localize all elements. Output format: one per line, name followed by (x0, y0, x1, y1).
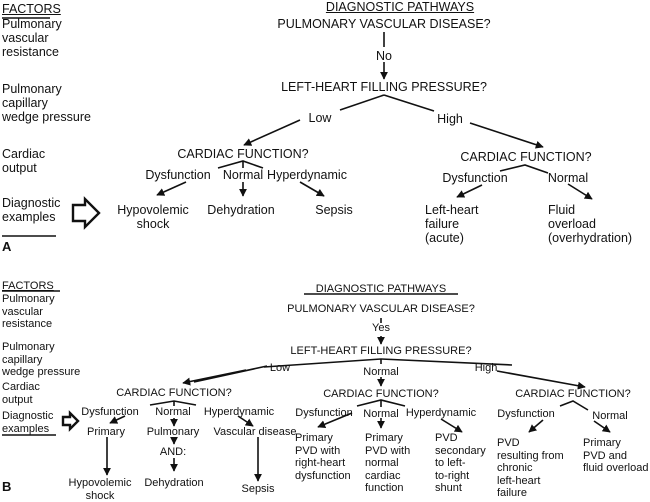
arrow-dysfunction-lhf (456, 184, 483, 198)
intermediate-primary: Primary (87, 426, 125, 438)
question-cardiac-high-b: CARDIAC FUNCTION? (515, 388, 631, 400)
intermediate-vascular-disease: Vascular disease (213, 426, 297, 438)
arrow-dysfunction-chronic (528, 419, 544, 433)
panel-label-a: A (2, 239, 12, 254)
fork-cardiac-high-b (559, 400, 589, 411)
branch-dysfunction-low-b: Dysfunction (81, 406, 139, 418)
big-arrow-icon-b (61, 410, 80, 432)
branch-dysfunction-a: Dysfunction (145, 168, 211, 182)
edge-label-low-b: Low (269, 362, 291, 374)
question-cardiac-low-a: CARDIAC FUNCTION? (177, 147, 309, 161)
branch-normal-low-b: Normal (155, 406, 191, 418)
arrow-dysfunction-primary (109, 415, 126, 424)
question-cardiac-normal-b: CARDIAC FUNCTION? (323, 388, 439, 400)
factor-pcwp-b: Pulmonary capillary wedge pressure (2, 341, 81, 378)
example-primary-pvd-fluid: Primary PVD and fluid overload (583, 437, 649, 474)
example-sepsis-b: Sepsis (241, 483, 275, 495)
branch-normal-high-b: Normal (592, 410, 628, 422)
factors-header-b: FACTORS (2, 280, 54, 292)
edge-label-no: No (376, 49, 392, 63)
edge-label-low-a: Low (308, 111, 332, 125)
factors-header-a: FACTORS (2, 2, 61, 16)
example-dehydration-b: Dehydration (144, 477, 204, 489)
question-cardiac-low-b: CARDIAC FUNCTION? (116, 387, 232, 399)
edge-label-high-a: High (437, 112, 463, 126)
factor-diagnostic-a: Diagnostic examples (2, 196, 61, 224)
branch-hyperdynamic-low-b: Hyperdynamic (203, 406, 275, 418)
arrow-hyper-sepsis (299, 181, 325, 197)
question-pvd-b: PULMONARY VASCULAR DISEASE? (287, 303, 475, 315)
example-left-heart-failure: Left-heart failure (acute) (425, 203, 479, 245)
branch-hyperdynamic-a: Hyperdynamic (267, 168, 347, 182)
branch-normal-high-a: Normal (547, 171, 589, 185)
question-lhfp-a: LEFT-HEART FILLING PRESSURE? (281, 80, 487, 94)
factor-pcwp-a: Pulmonary capillary wedge pressure (2, 82, 91, 124)
question-cardiac-high-a: CARDIAC FUNCTION? (460, 150, 592, 164)
arrow-normal-fluid-b (593, 420, 611, 433)
factor-diagnostic-b: Diagnostic examples (2, 410, 54, 435)
example-pvd-normal-cardiac: Primary PVD with normal cardiac function (365, 432, 411, 494)
edge-label-normal-b: Normal (363, 366, 399, 378)
factor-pvr-a: Pulmonary vascular resistance (2, 17, 62, 59)
intermediate-and: AND: (159, 446, 187, 458)
panel-label-b: B (2, 479, 12, 494)
branch-dysfunction-high-b: Dysfunction (497, 408, 555, 420)
fork-cardiac-normal-b (356, 399, 406, 407)
arrow-dysfunction-hypovolemic (156, 181, 187, 196)
arrow-low-cardiac-b (182, 369, 247, 386)
fork-cardiac-low-b (149, 400, 197, 406)
example-pvd-shunt: PVD secondary to left- to-right shunt (435, 432, 486, 494)
fork-cardiac-high-a (499, 164, 549, 174)
fork-cardiac-low-a (217, 160, 264, 169)
edge-lhfp-high (383, 94, 435, 112)
arrow-dysfunction-pvd-rh (317, 412, 353, 428)
question-pvd-a: PULMONARY VASCULAR DISEASE? (277, 17, 491, 31)
example-sepsis-a: Sepsis (315, 203, 353, 217)
pathways-header-a: DIAGNOSTIC PATHWAYS (325, 0, 475, 14)
branch-normal-normal-b: Normal (363, 408, 399, 420)
example-hypovolemic-shock-b: Hypovolemic shock (68, 477, 132, 502)
factor-pvr-b: Pulmonary vascular resistance (2, 293, 55, 330)
pathways-header-b: DIAGNOSTIC PATHWAYS (315, 283, 447, 295)
edge-label-high-b: High (474, 362, 498, 374)
edge-label-yes: Yes (372, 322, 390, 334)
arrow-normal-fluid (567, 183, 593, 200)
branch-hyperdynamic-normal-b: Hyperdynamic (405, 407, 477, 419)
intermediate-pulmonary: Pulmonary (146, 426, 200, 438)
arrow-low-cardiac (243, 119, 301, 146)
example-pvd-chronic-lhf: PVD resulting from chronic left-heart fa… (497, 437, 564, 499)
factor-cardiac-output-a: Cardiac output (2, 147, 46, 175)
branch-normal-a: Normal (222, 168, 264, 182)
question-lhfp-b: LEFT-HEART FILLING PRESSURE? (290, 345, 472, 357)
branch-dysfunction-normal-b: Dysfunction (295, 407, 353, 419)
example-fluid-overload: Fluid overload (overhydration) (548, 203, 633, 245)
example-dehydration-a: Dehydration (207, 203, 275, 217)
edge-lhfp-low (339, 94, 385, 111)
arrow-hyper-shunt (440, 418, 463, 433)
arrow-high-cardiac-b (496, 370, 586, 390)
big-arrow-icon-a (71, 196, 101, 230)
example-pvd-right-heart: Primary PVD with right-heart dysfunction (295, 432, 351, 482)
example-hypovolemic-shock-a: Hypovolemic shock (117, 203, 189, 231)
branch-dysfunction-high-a: Dysfunction (442, 171, 508, 185)
arrow-hyper-vascular (237, 415, 254, 427)
factor-cardiac-output-b: Cardiac output (2, 381, 40, 406)
arrow-high-cardiac (469, 122, 544, 149)
